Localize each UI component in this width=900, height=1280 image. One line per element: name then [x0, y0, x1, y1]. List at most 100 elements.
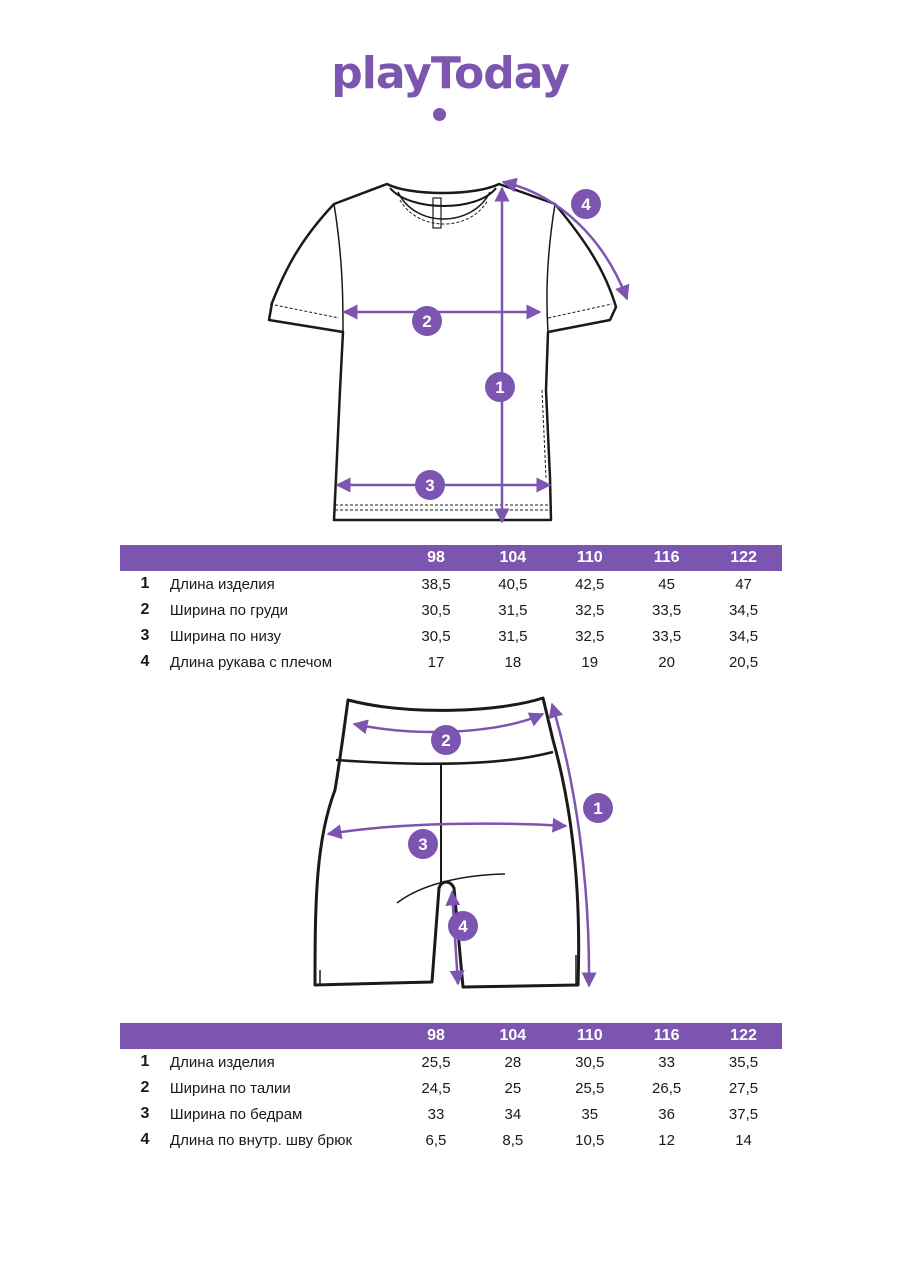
table-row: 4 Длина по внутр. шву брюк 6,5 8,5 10,5 …: [120, 1127, 782, 1153]
size-header-cell: 98: [397, 545, 475, 571]
measurement-value: 26,5: [652, 1079, 682, 1097]
tshirt-marker-4: 4: [571, 189, 601, 219]
tshirt-diagram: 1 2 3 4: [267, 177, 630, 524]
svg-text:1: 1: [495, 378, 504, 397]
measurement-value: 30,5: [575, 1053, 605, 1071]
measurement-value: 33: [427, 1105, 445, 1123]
measurement-value: 32,5: [575, 601, 605, 619]
tshirt-size-table: 98 104 110 116 122 1 Длина изделия 38,5 …: [120, 545, 782, 675]
measurement-name: Длина рукава с плечом: [169, 653, 333, 671]
measurement-value: 33: [658, 1053, 675, 1071]
svg-text:3: 3: [418, 835, 427, 854]
measurement-value: 45: [658, 575, 675, 593]
measurement-value: 42,5: [575, 575, 605, 593]
measurement-name: Длина изделия: [169, 575, 275, 593]
measurement-value: 34: [504, 1105, 522, 1123]
measurement-value: 47: [735, 575, 752, 593]
table-row: 2 Ширина по талии 24,5 25 25,5 26,5 27,5: [120, 1075, 782, 1101]
row-number: 2: [140, 1079, 150, 1096]
table-row: 3 Ширина по бедрам 33 34 35 36 37,5: [120, 1101, 782, 1127]
measurement-value: 8,5: [502, 1131, 524, 1149]
measurement-value: 33,5: [652, 627, 682, 645]
shorts-outline: [313, 696, 581, 989]
table-row: 2 Ширина по груди 30,5 31,5 32,5 33,5 34…: [120, 597, 782, 623]
table-row: 1 Длина изделия 25,5 28 30,5 33 35,5: [120, 1049, 782, 1075]
measurement-value: 33,5: [652, 601, 682, 619]
measurement-value: 25: [504, 1079, 522, 1097]
brand-logo: playToday: [331, 48, 570, 99]
row-number: 4: [140, 1131, 150, 1148]
shorts-size-header: 98 104 110 116 122: [120, 1023, 782, 1049]
size-header-cell: 98: [397, 1023, 475, 1049]
shorts-size-table: 98 104 110 116 122 1 Длина изделия 25,5 …: [120, 1023, 782, 1153]
measurement-value: 40,5: [498, 575, 528, 593]
svg-text:4: 4: [581, 195, 591, 214]
shorts-marker-3: 3: [408, 829, 438, 859]
svg-text:2: 2: [422, 312, 431, 331]
measurement-value: 24,5: [421, 1079, 451, 1097]
measurement-name: Ширина по талии: [169, 1079, 291, 1097]
tshirt-marker-2: 2: [412, 306, 442, 336]
svg-text:4: 4: [458, 917, 468, 936]
measurement-name: Ширина по бедрам: [169, 1105, 303, 1123]
measurement-value: 31,5: [498, 601, 528, 619]
measurement-name: Длина по внутр. шву брюк: [169, 1131, 353, 1149]
measurement-value: 35: [581, 1105, 599, 1123]
tshirt-marker-3: 3: [415, 470, 445, 500]
row-number: 2: [140, 601, 150, 618]
tshirt-size-header: 98 104 110 116 122: [120, 545, 782, 571]
size-header-cell: 116: [628, 545, 706, 571]
measurement-value: 34,5: [728, 601, 759, 619]
measurement-value: 12: [658, 1131, 675, 1149]
measurement-name: Длина изделия: [169, 1053, 275, 1071]
measurement-value: 10,5: [575, 1131, 605, 1149]
measurement-value: 25,5: [575, 1079, 605, 1097]
measurement-value: 28: [504, 1053, 522, 1071]
size-header-cell: 110: [551, 1023, 629, 1049]
table-row: 1 Длина изделия 38,5 40,5 42,5 45 47: [120, 571, 782, 597]
shorts-diagram: 1 2 3 4: [313, 696, 613, 989]
size-header-cell: 122: [705, 1023, 782, 1049]
size-header-cell: 116: [628, 1023, 706, 1049]
row-number: 3: [140, 627, 150, 644]
size-header-cell: 104: [474, 545, 552, 571]
size-header-cell: 122: [705, 545, 782, 571]
shorts-marker-2: 2: [431, 725, 461, 755]
measurement-value: 27,5: [728, 1079, 759, 1097]
shorts-marker-4: 4: [448, 911, 478, 941]
measurement-value: 18: [504, 653, 522, 671]
measurement-value: 17: [427, 653, 445, 671]
measurement-name: Ширина по низу: [169, 627, 282, 645]
row-number: 3: [140, 1105, 150, 1122]
measurement-value: 37,5: [728, 1105, 759, 1123]
svg-text:3: 3: [425, 476, 434, 495]
row-number: 4: [140, 653, 150, 670]
logo-dot: [433, 108, 446, 121]
measurement-value: 25,5: [421, 1053, 451, 1071]
measurement-name: Ширина по груди: [169, 601, 288, 619]
shorts-marker-1: 1: [583, 793, 613, 823]
measurement-value: 38,5: [421, 575, 451, 593]
measurement-value: 31,5: [498, 627, 528, 645]
size-header-cell: 110: [551, 545, 629, 571]
measurement-value: 20: [658, 653, 675, 671]
measurement-value: 14: [735, 1131, 752, 1149]
table-row: 4 Длина рукава с плечом 17 18 19 20 20,5: [120, 649, 782, 675]
svg-text:1: 1: [593, 799, 602, 818]
measurement-value: 34,5: [728, 627, 759, 645]
measurement-value: 30,5: [421, 601, 451, 619]
tshirt-marker-1: 1: [485, 372, 515, 402]
table-row: 3 Ширина по низу 30,5 31,5 32,5 33,5 34,…: [120, 623, 782, 649]
measurement-value: 20,5: [728, 653, 759, 671]
measurement-value: 30,5: [421, 627, 451, 645]
measurement-value: 36: [658, 1105, 675, 1123]
measurement-value: 35,5: [728, 1053, 759, 1071]
measurement-value: 19: [581, 653, 599, 671]
measurement-value: 32,5: [575, 627, 605, 645]
size-header-cell: 104: [474, 1023, 552, 1049]
row-number: 1: [140, 1053, 150, 1070]
svg-text:2: 2: [441, 731, 450, 750]
tshirt-outline: [267, 182, 618, 522]
measurement-value: 6,5: [425, 1131, 447, 1149]
row-number: 1: [140, 575, 150, 592]
